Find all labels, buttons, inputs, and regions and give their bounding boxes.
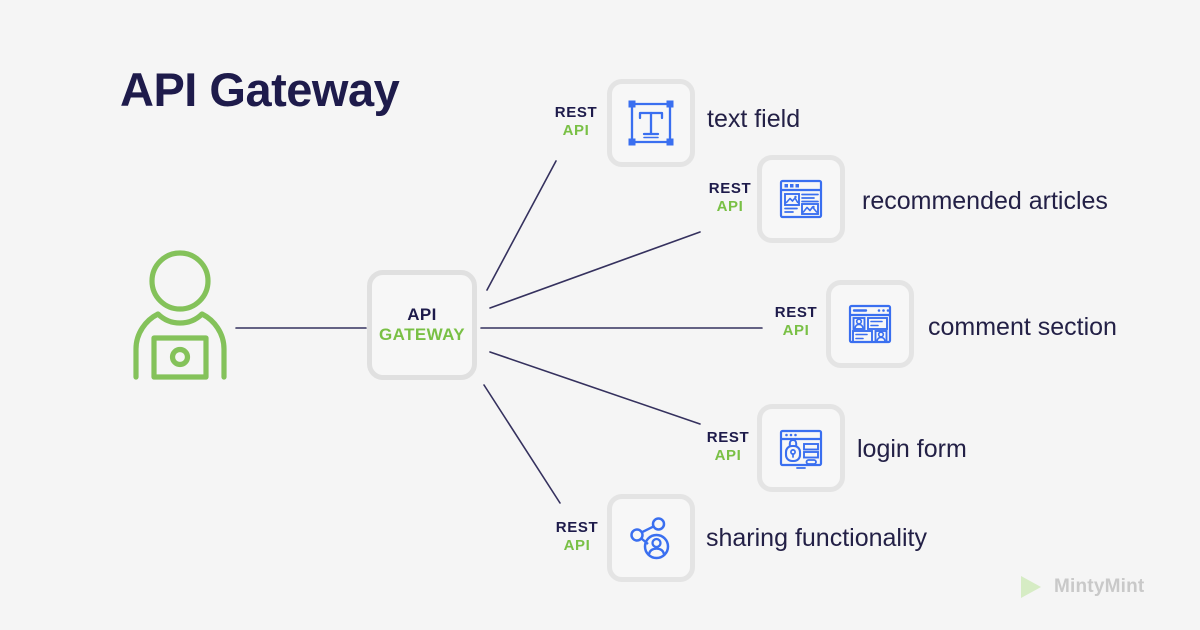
service-icon-box-recommended-articles[interactable] bbox=[757, 155, 845, 243]
articles-layout-icon bbox=[779, 179, 823, 219]
gateway-label-api: API bbox=[407, 304, 437, 324]
play-triangle-icon bbox=[1021, 576, 1041, 598]
wire-gateway-to-sharing bbox=[483, 384, 561, 504]
api-word: API bbox=[563, 537, 591, 555]
service-label-sharing-functionality: sharing functionality bbox=[706, 524, 927, 552]
rest-word: REST bbox=[774, 304, 818, 321]
rest-word: REST bbox=[554, 104, 598, 121]
service-label-login-form: login form bbox=[857, 435, 967, 463]
service-icon-box-login-form[interactable] bbox=[757, 404, 845, 492]
rest-api-label-recommended-articles: REST API bbox=[702, 180, 758, 217]
service-label-comment-section: comment section bbox=[928, 313, 1117, 341]
page-title: API Gateway bbox=[120, 63, 400, 116]
rest-word: REST bbox=[706, 429, 750, 446]
comments-icon bbox=[848, 304, 892, 344]
rest-word: REST bbox=[708, 180, 752, 197]
rest-api-label-sharing-functionality: REST API bbox=[549, 519, 605, 556]
api-word: API bbox=[562, 122, 590, 140]
service-label-text-field: text field bbox=[707, 105, 801, 133]
text-field-icon bbox=[628, 100, 674, 146]
api-word: API bbox=[782, 322, 810, 340]
rest-word: REST bbox=[555, 519, 599, 536]
rest-api-label-comment-section: REST API bbox=[768, 304, 824, 341]
share-user-icon bbox=[630, 517, 670, 560]
wire-gateway-to-login-form bbox=[489, 351, 701, 425]
service-icon-box-text-field[interactable] bbox=[607, 79, 695, 167]
wire-gateway-to-text-field bbox=[486, 160, 557, 291]
api-gateway-node[interactable]: API GATEWAY bbox=[367, 270, 477, 380]
service-label-recommended-articles: recommended articles bbox=[862, 187, 1108, 215]
brand-name: MintyMint bbox=[1054, 576, 1145, 597]
rest-api-label-login-form: REST API bbox=[700, 429, 756, 466]
user-with-laptop-icon bbox=[133, 250, 227, 380]
wire-gateway-to-recommended-articles bbox=[489, 231, 701, 309]
brand-logo: MintyMint bbox=[1015, 572, 1144, 602]
login-lock-icon bbox=[779, 429, 823, 469]
api-word: API bbox=[714, 447, 742, 465]
gateway-label-gateway: GATEWAY bbox=[379, 325, 465, 344]
api-word: API bbox=[716, 198, 744, 216]
rest-api-label-text-field: REST API bbox=[548, 104, 604, 141]
service-icon-box-comment-section[interactable] bbox=[826, 280, 914, 368]
service-icon-box-sharing-functionality[interactable] bbox=[607, 494, 695, 582]
